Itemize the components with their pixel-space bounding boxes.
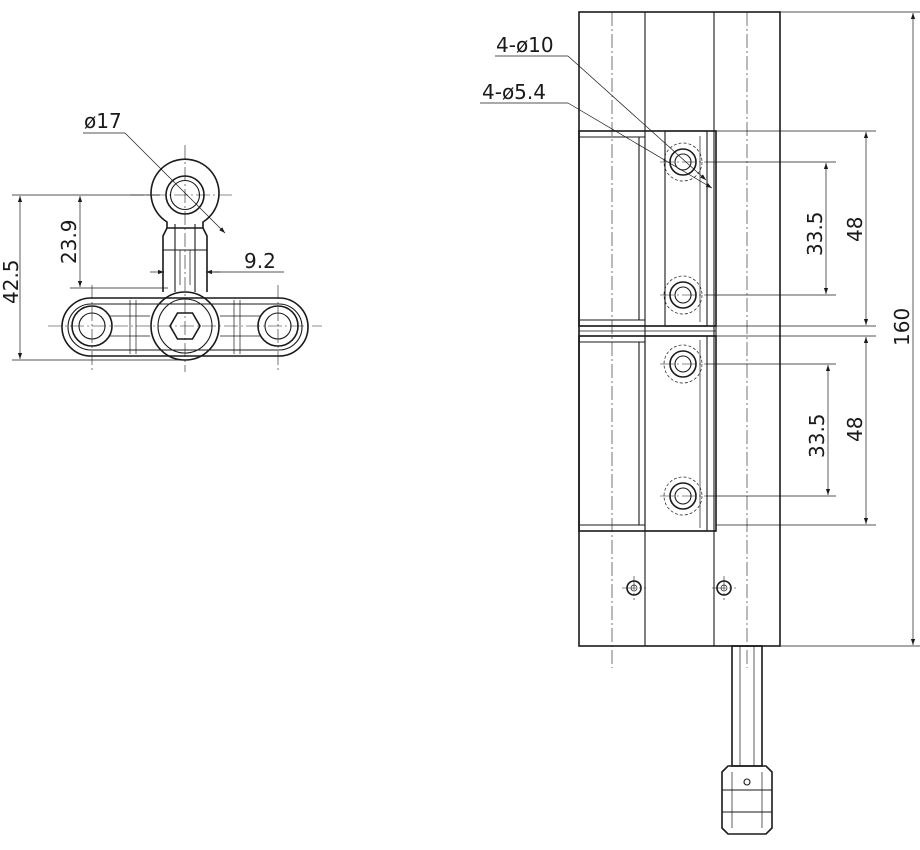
base-hole-right-inner <box>264 312 292 340</box>
dim-spacing-48-bottom: 48 <box>843 417 867 442</box>
base-bar-inner <box>67 303 303 351</box>
dim-holes-10: 4-ø10 <box>496 33 554 57</box>
dim-spacing-48-top: 48 <box>843 217 867 242</box>
eye-bore-outer <box>165 175 205 215</box>
dim-width-9-2: 9.2 <box>244 249 276 273</box>
base-hole-right-outer <box>257 305 299 347</box>
top-view: ø17 23.9 42.5 9.2 <box>0 109 322 372</box>
eye-bore-inner <box>169 179 201 211</box>
hinge-body-outline <box>578 11 781 647</box>
dim-leader-diameter-17 <box>124 132 226 234</box>
mount-hole-2 <box>660 275 706 315</box>
dim-leader-holes-10 <box>567 55 707 181</box>
dim-leader-holes-5-4 <box>567 102 713 189</box>
dim-spacing-33-5-bottom: 33.5 <box>805 413 829 458</box>
dim-diameter-17: ø17 <box>84 109 122 133</box>
upper-plate <box>664 130 708 327</box>
dim-length-160: 160 <box>890 308 914 346</box>
shaft-collar <box>721 765 773 835</box>
dim-holes-5-4: 4-ø5.4 <box>482 80 546 104</box>
small-hole-right <box>712 576 736 600</box>
base-hole-left-outer <box>71 305 113 347</box>
hex-socket-icon <box>169 312 201 340</box>
mount-hole-1 <box>660 142 706 182</box>
hub-inner <box>157 298 213 354</box>
shaft <box>731 645 763 767</box>
lower-plate <box>644 335 708 532</box>
dim-spacing-33-5-top: 33.5 <box>803 211 827 256</box>
dim-height-42-5: 42.5 <box>0 259 23 304</box>
base-bar-outer <box>61 297 309 357</box>
base-hole-left-inner <box>78 312 106 340</box>
eye-outline <box>150 158 220 229</box>
front-view: 4-ø10 4-ø5.4 33.5 48 33.5 48 160 <box>480 11 920 835</box>
collar-mark <box>743 778 751 786</box>
mount-hole-4 <box>660 476 706 516</box>
mount-hole-3 <box>660 344 706 384</box>
small-hole-left <box>622 576 646 600</box>
dim-height-23-9: 23.9 <box>57 219 81 264</box>
